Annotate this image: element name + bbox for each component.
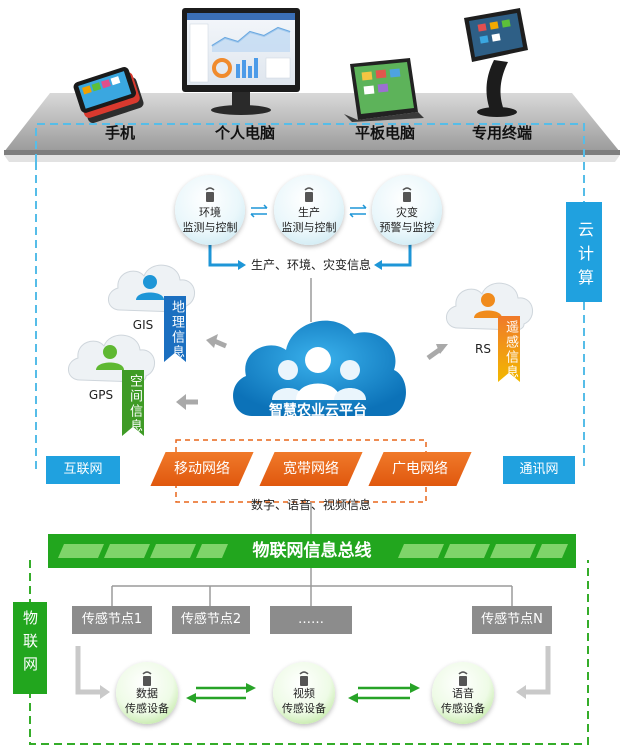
network-label: 广电网络	[392, 461, 448, 477]
rs-cloud	[446, 282, 533, 331]
wifi-sensor-icon	[304, 187, 314, 202]
sensor-node-1: 传感节点1	[72, 606, 152, 634]
iot-bus: 物联网信息总线	[48, 534, 576, 568]
iot-tag: 物联网	[13, 602, 47, 694]
sensor-node-2: 传感节点2	[172, 606, 250, 634]
network-broadcast: 广电网络	[368, 452, 472, 486]
network-broadband: 宽带网络	[259, 452, 363, 486]
pc-label: 个人电脑	[214, 124, 275, 142]
bus-stripes-left	[58, 544, 228, 558]
info-label: 生产、环境、灾变信息	[250, 258, 371, 272]
wifi-sensor-icon	[142, 671, 152, 686]
disaster-monitor-node: 灾变 预警与监控	[372, 175, 442, 245]
network-mobile: 移动网络	[150, 452, 254, 486]
environment-monitor-node: 环境 监测与控制	[175, 175, 245, 245]
monitor-title: 灾变	[396, 206, 418, 219]
gps-label: GPS	[88, 388, 114, 402]
device-platform	[4, 93, 620, 162]
monitor-subtitle: 监测与控制	[182, 221, 238, 234]
iot-bus-label: 物联网信息总线	[252, 541, 372, 561]
telecom-tag: 通讯网	[503, 456, 575, 484]
monitor-icon	[182, 8, 300, 115]
sensor-subtitle: 传感设备	[125, 702, 169, 715]
internet-tag: 互联网	[46, 456, 120, 484]
gps-tag: 空间信息	[122, 370, 144, 436]
sensor-title: 视频	[293, 687, 315, 700]
sensor-subtitle: 传感设备	[282, 702, 326, 715]
sensor-subtitle: 传感设备	[441, 702, 485, 715]
cloud-computing-label: 云计算	[575, 221, 594, 293]
wifi-sensor-icon	[458, 671, 468, 686]
cloud-computing-tag: 云计算	[566, 202, 602, 302]
sensor-title: 数据	[136, 687, 158, 700]
wifi-sensor-icon	[299, 671, 309, 686]
network-label: 移动网络	[174, 461, 230, 477]
tablet-icon	[344, 58, 424, 122]
monitor-subtitle: 监测与控制	[281, 221, 337, 234]
monitor-title: 环境	[199, 206, 221, 219]
monitor-title: 生产	[298, 206, 320, 219]
production-monitor-node: 生产 监测与控制	[274, 175, 344, 245]
rs-tag: 遥感信息	[498, 316, 520, 382]
network-label: 宽带网络	[283, 461, 339, 477]
wifi-sensor-icon	[205, 187, 215, 202]
tablet-label: 平板电脑	[354, 124, 415, 142]
kiosk-terminal-icon	[464, 8, 528, 117]
data-sensor-device: 数据 传感设备	[116, 662, 178, 724]
media-info-label: 数字、语音、视频信息	[250, 498, 371, 512]
monitor-subtitle: 预警与监控	[379, 221, 435, 234]
iot-label: 物联网	[21, 610, 39, 679]
gps-cloud	[68, 334, 155, 383]
video-sensor-device: 视频 传感设备	[273, 662, 335, 724]
gis-label: GIS	[132, 318, 154, 332]
smartphone-icon	[73, 67, 144, 123]
sensor-title: 语音	[452, 687, 474, 700]
sensor-node-n: 传感节点N	[472, 606, 552, 634]
rs-label: RS	[475, 342, 491, 356]
phone-label: 手机	[104, 124, 135, 142]
wifi-sensor-icon	[402, 187, 412, 202]
gis-cloud	[108, 264, 195, 313]
sensor-node-ellipsis: ……	[270, 606, 352, 634]
bus-stripes-right	[398, 544, 568, 558]
platform-label: 智慧农业云平台	[269, 403, 367, 419]
gis-tag: 地理信息	[164, 296, 186, 362]
voice-sensor-device: 语音 传感设备	[432, 662, 494, 724]
terminal-label: 专用终端	[471, 124, 532, 142]
platform-cloud	[233, 320, 406, 416]
